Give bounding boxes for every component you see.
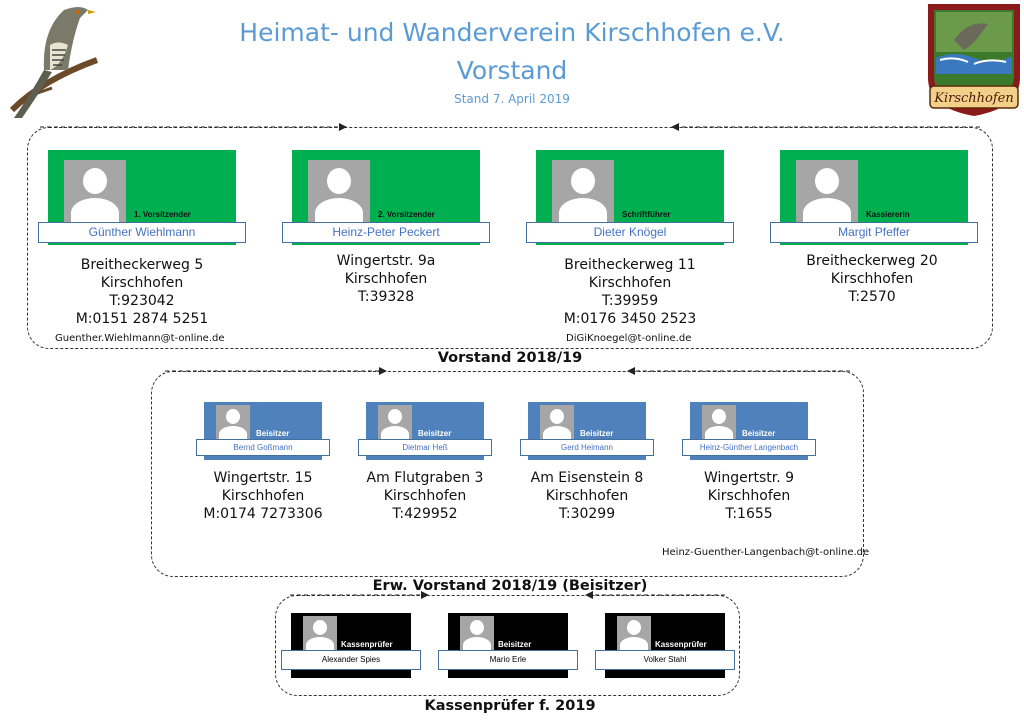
beisitzer-group-label: Erw. Vorstand 2018/19 (Beisitzer) bbox=[372, 578, 648, 594]
member-info: Breitheckerweg 11 Kirschhofen T:39959 M:… bbox=[538, 256, 722, 328]
member-card-beisitzer: Beisitzer Dietmar Heß bbox=[358, 402, 492, 460]
city-line: Kirschhofen bbox=[545, 488, 629, 504]
member-info: Wingertstr. 9a Kirschhofen T:39328 bbox=[306, 252, 466, 306]
member-card-beisitzer: Beisitzer Heinz-Günther Langenbach bbox=[682, 402, 816, 460]
member-role: Beisitzer bbox=[498, 640, 532, 649]
phone-line: T:429952 bbox=[392, 506, 458, 522]
member-role: Beisitzer bbox=[580, 429, 614, 438]
address-line: Wingertstr. 9a bbox=[336, 253, 436, 269]
address-line: Breitheckerweg 11 bbox=[564, 257, 696, 273]
address-line: Am Eisenstein 8 bbox=[530, 470, 644, 486]
mobile-line: M:0151 2874 5251 bbox=[75, 311, 209, 327]
mobile-line: M:0174 7273306 bbox=[203, 506, 323, 522]
avatar-icon bbox=[216, 405, 250, 439]
member-email: Heinz-Guenther-Langenbach@t-online.de bbox=[662, 547, 870, 558]
avatar-icon bbox=[308, 160, 370, 222]
member-card-schriftfuehrer: Schriftführer Dieter Knögel bbox=[526, 150, 734, 245]
member-info: Breitheckerweg 5 Kirschhofen T:923042 M:… bbox=[62, 256, 222, 328]
member-name: Heinz-Peter Peckert bbox=[282, 222, 490, 243]
address-line: Breitheckerweg 20 bbox=[806, 253, 938, 269]
city-line: Kirschhofen bbox=[383, 488, 467, 504]
kassen-group-label: Kassenprüfer f. 2019 bbox=[424, 698, 596, 714]
member-name: Günther Wiehlmann bbox=[38, 222, 246, 243]
bird-logo-icon bbox=[9, 7, 99, 118]
address-line: Breitheckerweg 5 bbox=[80, 257, 204, 273]
member-name: Mario Erle bbox=[438, 650, 578, 670]
member-role: Beisitzer bbox=[418, 429, 452, 438]
avatar-icon bbox=[540, 405, 574, 439]
member-card-kassenpruefer: Kassenprüfer Volker Stahl bbox=[595, 613, 735, 678]
member-card-beisitzer: Beisitzer Bernd Goßmann bbox=[196, 402, 330, 460]
member-email: Guenther.Wiehlmann@t-online.de bbox=[55, 333, 225, 344]
city-line: Kirschhofen bbox=[588, 275, 672, 291]
member-role: 1. Vorsitzender bbox=[134, 210, 191, 219]
member-card-beisitzer: Beisitzer Mario Erle bbox=[438, 613, 578, 678]
member-info: Breitheckerweg 20 Kirschhofen T:2570 bbox=[792, 252, 952, 306]
member-role: 2. Vorsitzender bbox=[378, 210, 435, 219]
phone-line: T:39959 bbox=[601, 293, 659, 309]
address-line: Am Flutgraben 3 bbox=[366, 470, 484, 486]
phone-line: T:2570 bbox=[848, 289, 896, 305]
avatar-icon bbox=[303, 616, 337, 650]
member-card-beisitzer: Beisitzer Gerd Heimann bbox=[520, 402, 654, 460]
vorstand-group-label: Vorstand 2018/19 bbox=[437, 350, 583, 366]
city-line: Kirschhofen bbox=[221, 488, 305, 504]
beisitzer-group bbox=[151, 371, 864, 577]
member-name: Alexander Spies bbox=[281, 650, 421, 670]
phone-line: T:39328 bbox=[357, 289, 415, 305]
city-line: Kirschhofen bbox=[344, 271, 428, 287]
member-card-kassiererin: Kassiererin Margit Pfeffer bbox=[770, 150, 978, 245]
avatar-icon bbox=[702, 405, 736, 439]
city-line: Kirschhofen bbox=[100, 275, 184, 291]
avatar-icon bbox=[552, 160, 614, 222]
member-name: Bernd Goßmann bbox=[196, 439, 330, 456]
avatar-icon bbox=[617, 616, 651, 650]
vorstand-group bbox=[27, 127, 993, 349]
kassen-group bbox=[275, 595, 740, 696]
page-subtitle: Vorstand bbox=[456, 56, 568, 85]
member-info: Am Eisenstein 8 Kirschhofen T:30299 bbox=[514, 469, 660, 523]
member-info: Wingertstr. 9 Kirschhofen T:1655 bbox=[676, 469, 822, 523]
member-name: Gerd Heimann bbox=[520, 439, 654, 456]
member-role: Kassenprüfer bbox=[341, 640, 393, 649]
member-name: Volker Stahl bbox=[595, 650, 735, 670]
member-role: Kassiererin bbox=[866, 210, 910, 219]
member-name: Margit Pfeffer bbox=[770, 222, 978, 243]
member-info: Am Flutgraben 3 Kirschhofen T:429952 bbox=[352, 469, 498, 523]
city-line: Kirschhofen bbox=[707, 488, 791, 504]
city-line: Kirschhofen bbox=[830, 271, 914, 287]
member-card-vorsitzender-2: 2. Vorsitzender Heinz-Peter Peckert bbox=[282, 150, 490, 245]
member-email: DiGiKnoegel@t-online.de bbox=[566, 333, 692, 344]
avatar-icon bbox=[460, 616, 494, 650]
address-line: Wingertstr. 15 bbox=[213, 470, 313, 486]
member-info: Wingertstr. 15 Kirschhofen M:0174 727330… bbox=[190, 469, 336, 523]
member-role: Schriftführer bbox=[622, 210, 671, 219]
member-role: Kassenprüfer bbox=[655, 640, 707, 649]
member-role: Beisitzer bbox=[742, 429, 776, 438]
member-card-kassenpruefer: Kassenprüfer Alexander Spies bbox=[281, 613, 421, 678]
avatar-icon bbox=[378, 405, 412, 439]
page-title: Heimat- und Wanderverein Kirschhofen e.V… bbox=[239, 18, 785, 47]
address-line: Wingertstr. 9 bbox=[703, 470, 795, 486]
date-label: Stand 7. April 2019 bbox=[454, 92, 570, 106]
member-role: Beisitzer bbox=[256, 429, 290, 438]
member-name: Dietmar Heß bbox=[358, 439, 492, 456]
phone-line: T:923042 bbox=[109, 293, 175, 309]
phone-line: T:1655 bbox=[725, 506, 773, 522]
crest-text: Kirschhofen bbox=[933, 91, 1014, 106]
crest-logo-icon: Kirschhofen bbox=[928, 4, 1020, 116]
mobile-line: M:0176 3450 2523 bbox=[563, 311, 697, 327]
member-name: Heinz-Günther Langenbach bbox=[682, 439, 816, 456]
member-card-vorsitzender-1: 1. Vorsitzender Günther Wiehlmann bbox=[38, 150, 246, 245]
phone-line: T:30299 bbox=[558, 506, 616, 522]
avatar-icon bbox=[796, 160, 858, 222]
avatar-icon bbox=[64, 160, 126, 222]
member-name: Dieter Knögel bbox=[526, 222, 734, 243]
